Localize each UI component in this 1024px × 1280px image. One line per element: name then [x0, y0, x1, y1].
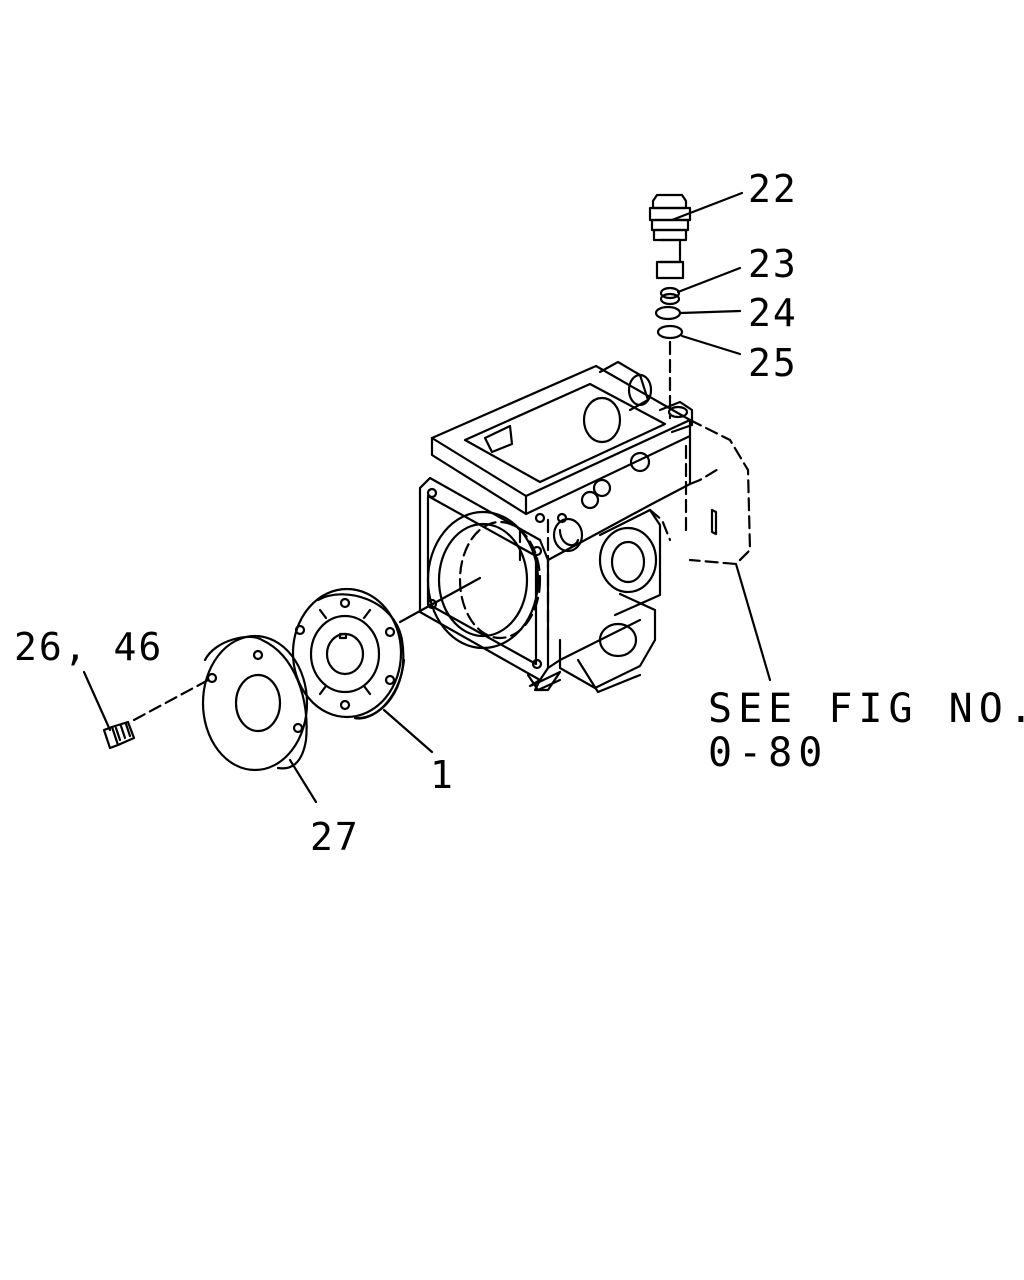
callout-1: 1 — [430, 753, 455, 797]
callout-22: 22 — [748, 167, 798, 211]
leader-1 — [382, 708, 434, 754]
part-27-plate — [201, 634, 309, 772]
leader-27 — [288, 758, 318, 804]
callout-26-46: 26, 46 — [14, 625, 164, 669]
leader-22 — [670, 191, 744, 222]
reference-leader — [734, 562, 772, 682]
pump-housing — [418, 360, 752, 694]
callout-23: 23 — [748, 242, 798, 286]
callout-25: 25 — [748, 341, 798, 385]
leader-25 — [680, 334, 742, 356]
callout-24: 24 — [748, 291, 798, 335]
part-25-o-ring — [656, 324, 684, 340]
reference-line-1: SEE FIG NO. — [708, 686, 1024, 732]
assembly-axis-1 — [398, 576, 482, 624]
leader-23 — [676, 266, 742, 294]
leader-24 — [679, 309, 742, 315]
part-23-retainer — [659, 286, 681, 306]
assembly-axis-screw — [132, 676, 214, 722]
reference-line-2: 0-80 — [708, 730, 829, 776]
leader-26 — [82, 670, 112, 732]
part-1-cover — [291, 587, 406, 720]
callout-27: 27 — [310, 815, 360, 859]
part-24-o-ring — [654, 305, 682, 321]
part-22-valve — [648, 193, 692, 280]
